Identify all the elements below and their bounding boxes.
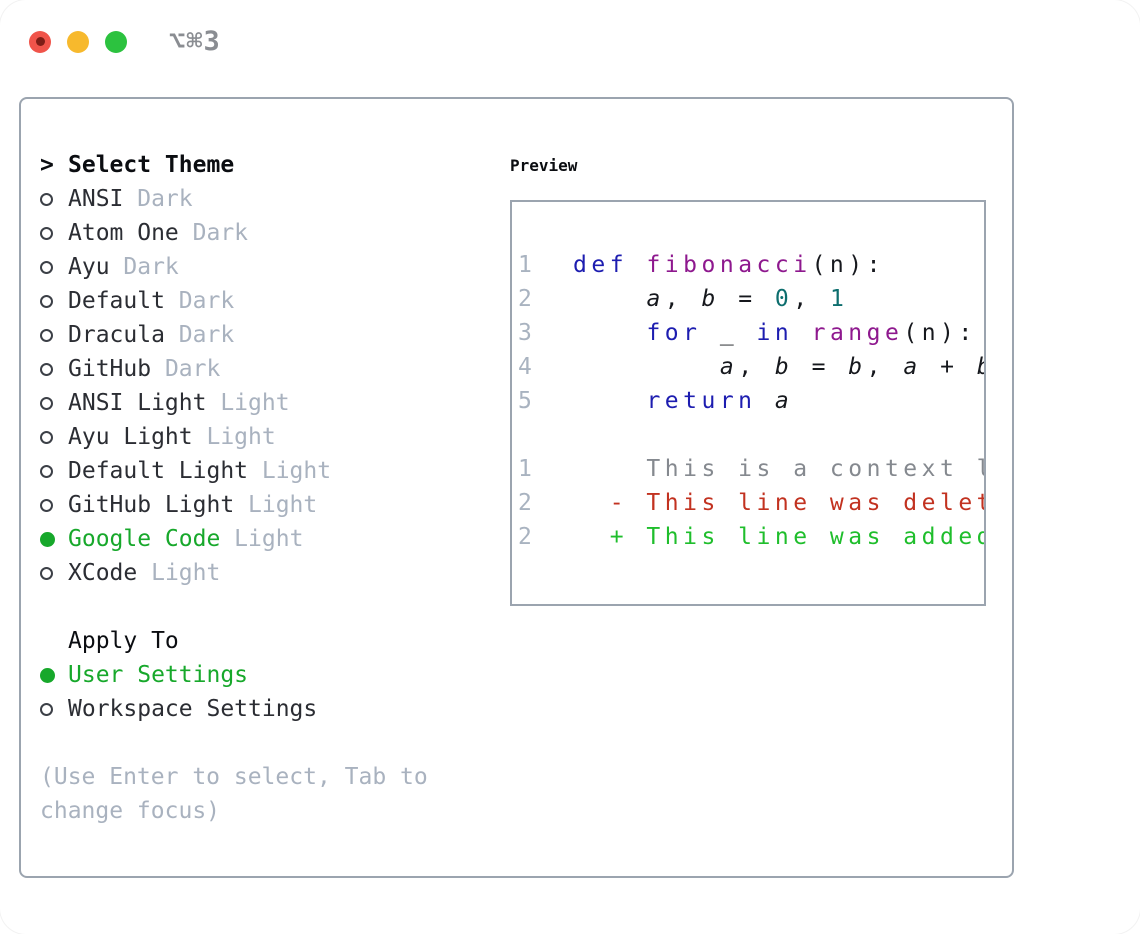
zoom-button[interactable] (105, 30, 127, 53)
preview-pane: 1 def fibonacci(n): 2 a, b = 0, 1 3 for _ … (510, 200, 986, 606)
code-line: 2 a, b = 0, 1 (518, 286, 849, 312)
preview-section: Preview 1 def fibonacci(n): 2 a, b = 0, 1… (510, 148, 986, 606)
radio-icon (40, 464, 53, 478)
blank-line (518, 418, 984, 452)
apply-to-title: Apply To (68, 628, 179, 654)
radio-icon (40, 260, 53, 274)
option-label: Default Dark (68, 288, 235, 314)
option-label: Ayu Light Light (68, 424, 276, 450)
theme-item-ansi-light-light[interactable]: ANSI Light Light (40, 386, 480, 420)
line-number: 5 (518, 388, 574, 414)
titlebar: ⌥⌘3 (29, 26, 221, 57)
apply-to-header-row: Apply To (40, 624, 480, 658)
spacer (40, 726, 480, 760)
option-label: Google Code Light (68, 526, 304, 552)
theme-item-dracula-dark[interactable]: Dracula Dark (40, 318, 480, 352)
variant-label: Dark (164, 288, 235, 314)
option-label: ANSI Dark (68, 186, 193, 212)
theme-item-ayu-light-light[interactable]: Ayu Light Light (40, 420, 480, 454)
radio-icon (40, 566, 53, 580)
theme-item-github-light-light[interactable]: GitHub Light Light (40, 488, 480, 522)
radio-icon (40, 430, 53, 444)
select-theme-header-row: > Select Theme (40, 148, 480, 182)
apply-option-workspace-settings[interactable]: Workspace Settings (40, 692, 480, 726)
variant-label: Light (206, 390, 290, 416)
variant-label: Dark (109, 254, 179, 280)
option-label: GitHub Dark (68, 356, 221, 382)
option-label: GitHub Light Light (68, 492, 318, 518)
radio-icon (40, 702, 53, 716)
focus-prompt-icon: > (40, 152, 54, 178)
option-label: User Settings (68, 662, 249, 688)
line-number: 2 (518, 490, 574, 516)
theme-item-github-dark[interactable]: GitHub Dark (40, 352, 480, 386)
radio-icon (40, 226, 53, 240)
line-number: 1 (518, 456, 574, 482)
radio-icon (40, 328, 53, 342)
radio-icon (40, 294, 53, 308)
theme-item-ayu-dark[interactable]: Ayu Dark (40, 250, 480, 284)
variant-label: Light (234, 492, 318, 518)
spacer (40, 590, 480, 624)
variant-label: Dark (164, 322, 235, 348)
minimize-button[interactable] (67, 30, 89, 53)
variant-label: Light (248, 458, 332, 484)
radio-icon (40, 498, 53, 512)
variant-label: Light (137, 560, 221, 586)
variant-label: Dark (178, 220, 249, 246)
window-title: ⌥⌘3 (169, 26, 221, 57)
apply-option-user-settings[interactable]: User Settings (40, 658, 480, 692)
select-theme-title: Select Theme (68, 152, 235, 178)
variant-label: Dark (123, 186, 193, 212)
theme-item-xcode-light[interactable]: XCode Light (40, 556, 480, 590)
theme-item-ansi-dark[interactable]: ANSI Dark (40, 182, 480, 216)
option-label: Dracula Dark (68, 322, 235, 348)
theme-item-default-dark[interactable]: Default Dark (40, 284, 480, 318)
line-number: 1 (518, 252, 574, 278)
theme-item-google-code-light[interactable]: Google Code Light (40, 522, 480, 556)
close-dot-icon (35, 37, 45, 46)
option-label: Atom One Dark (68, 220, 249, 246)
option-label: Ayu Dark (68, 254, 179, 280)
line-number: 4 (518, 354, 574, 380)
diff-deleted-line: 2 - This line was deleted. (518, 490, 984, 516)
radio-icon (40, 362, 53, 376)
theme-item-atom-one-dark[interactable]: Atom One Dark (40, 216, 480, 250)
line-number: 2 (518, 524, 574, 550)
line-number: 2 (518, 286, 574, 312)
radio-icon (40, 396, 53, 410)
option-label: ANSI Light Light (68, 390, 290, 416)
radio-icon (40, 192, 53, 206)
theme-item-default-light-light[interactable]: Default Light Light (40, 454, 480, 488)
preview-title: Preview (510, 155, 578, 175)
code-line: 5 return a (518, 388, 794, 414)
variant-label: Light (192, 424, 276, 450)
diff-context-line: 1 This is a context line. (518, 456, 984, 482)
option-label: Workspace Settings (68, 696, 318, 722)
code-preview: 1 def fibonacci(n): 2 a, b = 0, 1 3 for _ … (518, 248, 984, 554)
code-line: 4 a, b = b, a + b (518, 354, 984, 380)
code-line: 1 def fibonacci(n): (518, 252, 885, 278)
option-label: XCode Light (68, 560, 221, 586)
line-number: 3 (518, 320, 574, 346)
variant-label: Light (220, 526, 304, 552)
help-text: (Use Enter to select, Tab to change focu… (40, 764, 428, 824)
code-line: 3 for _ in range(n): (518, 320, 977, 346)
option-label: Default Light Light (68, 458, 332, 484)
radio-selected-icon (40, 531, 55, 547)
radio-selected-icon (40, 667, 55, 683)
diff-added-line: 2 + This line was added. (518, 524, 986, 550)
close-button[interactable] (29, 30, 51, 53)
variant-label: Dark (151, 356, 221, 382)
